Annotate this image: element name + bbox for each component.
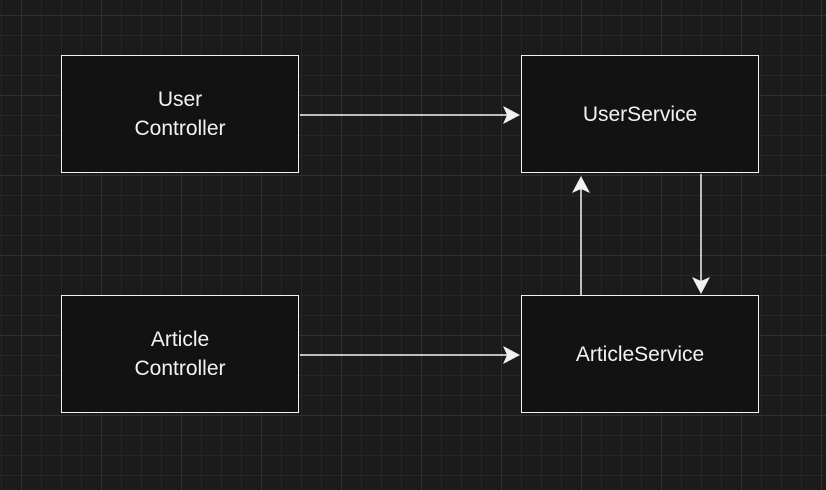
edge-user-controller-to-user-service[interactable] [300, 106, 520, 124]
node-user-controller[interactable]: User Controller [61, 55, 299, 173]
edge-article-controller-to-article-service[interactable] [300, 346, 520, 364]
node-article-service[interactable]: ArticleService [521, 295, 759, 413]
edge-user-service-to-article-service[interactable] [692, 174, 710, 294]
node-user-service-label: UserService [582, 102, 698, 126]
node-article-service-label: ArticleService [575, 342, 705, 366]
node-article-controller[interactable]: Article Controller [61, 295, 299, 413]
node-article-controller-label: Article Controller [134, 328, 226, 380]
arrowhead-icon [572, 176, 590, 193]
edge-article-service-to-user-service[interactable] [572, 176, 590, 295]
arrowhead-icon [503, 106, 520, 124]
node-user-controller-label: User Controller [134, 88, 226, 140]
arrowhead-icon [692, 277, 710, 294]
node-user-service[interactable]: UserService [521, 55, 759, 173]
arrowhead-icon [503, 346, 520, 364]
